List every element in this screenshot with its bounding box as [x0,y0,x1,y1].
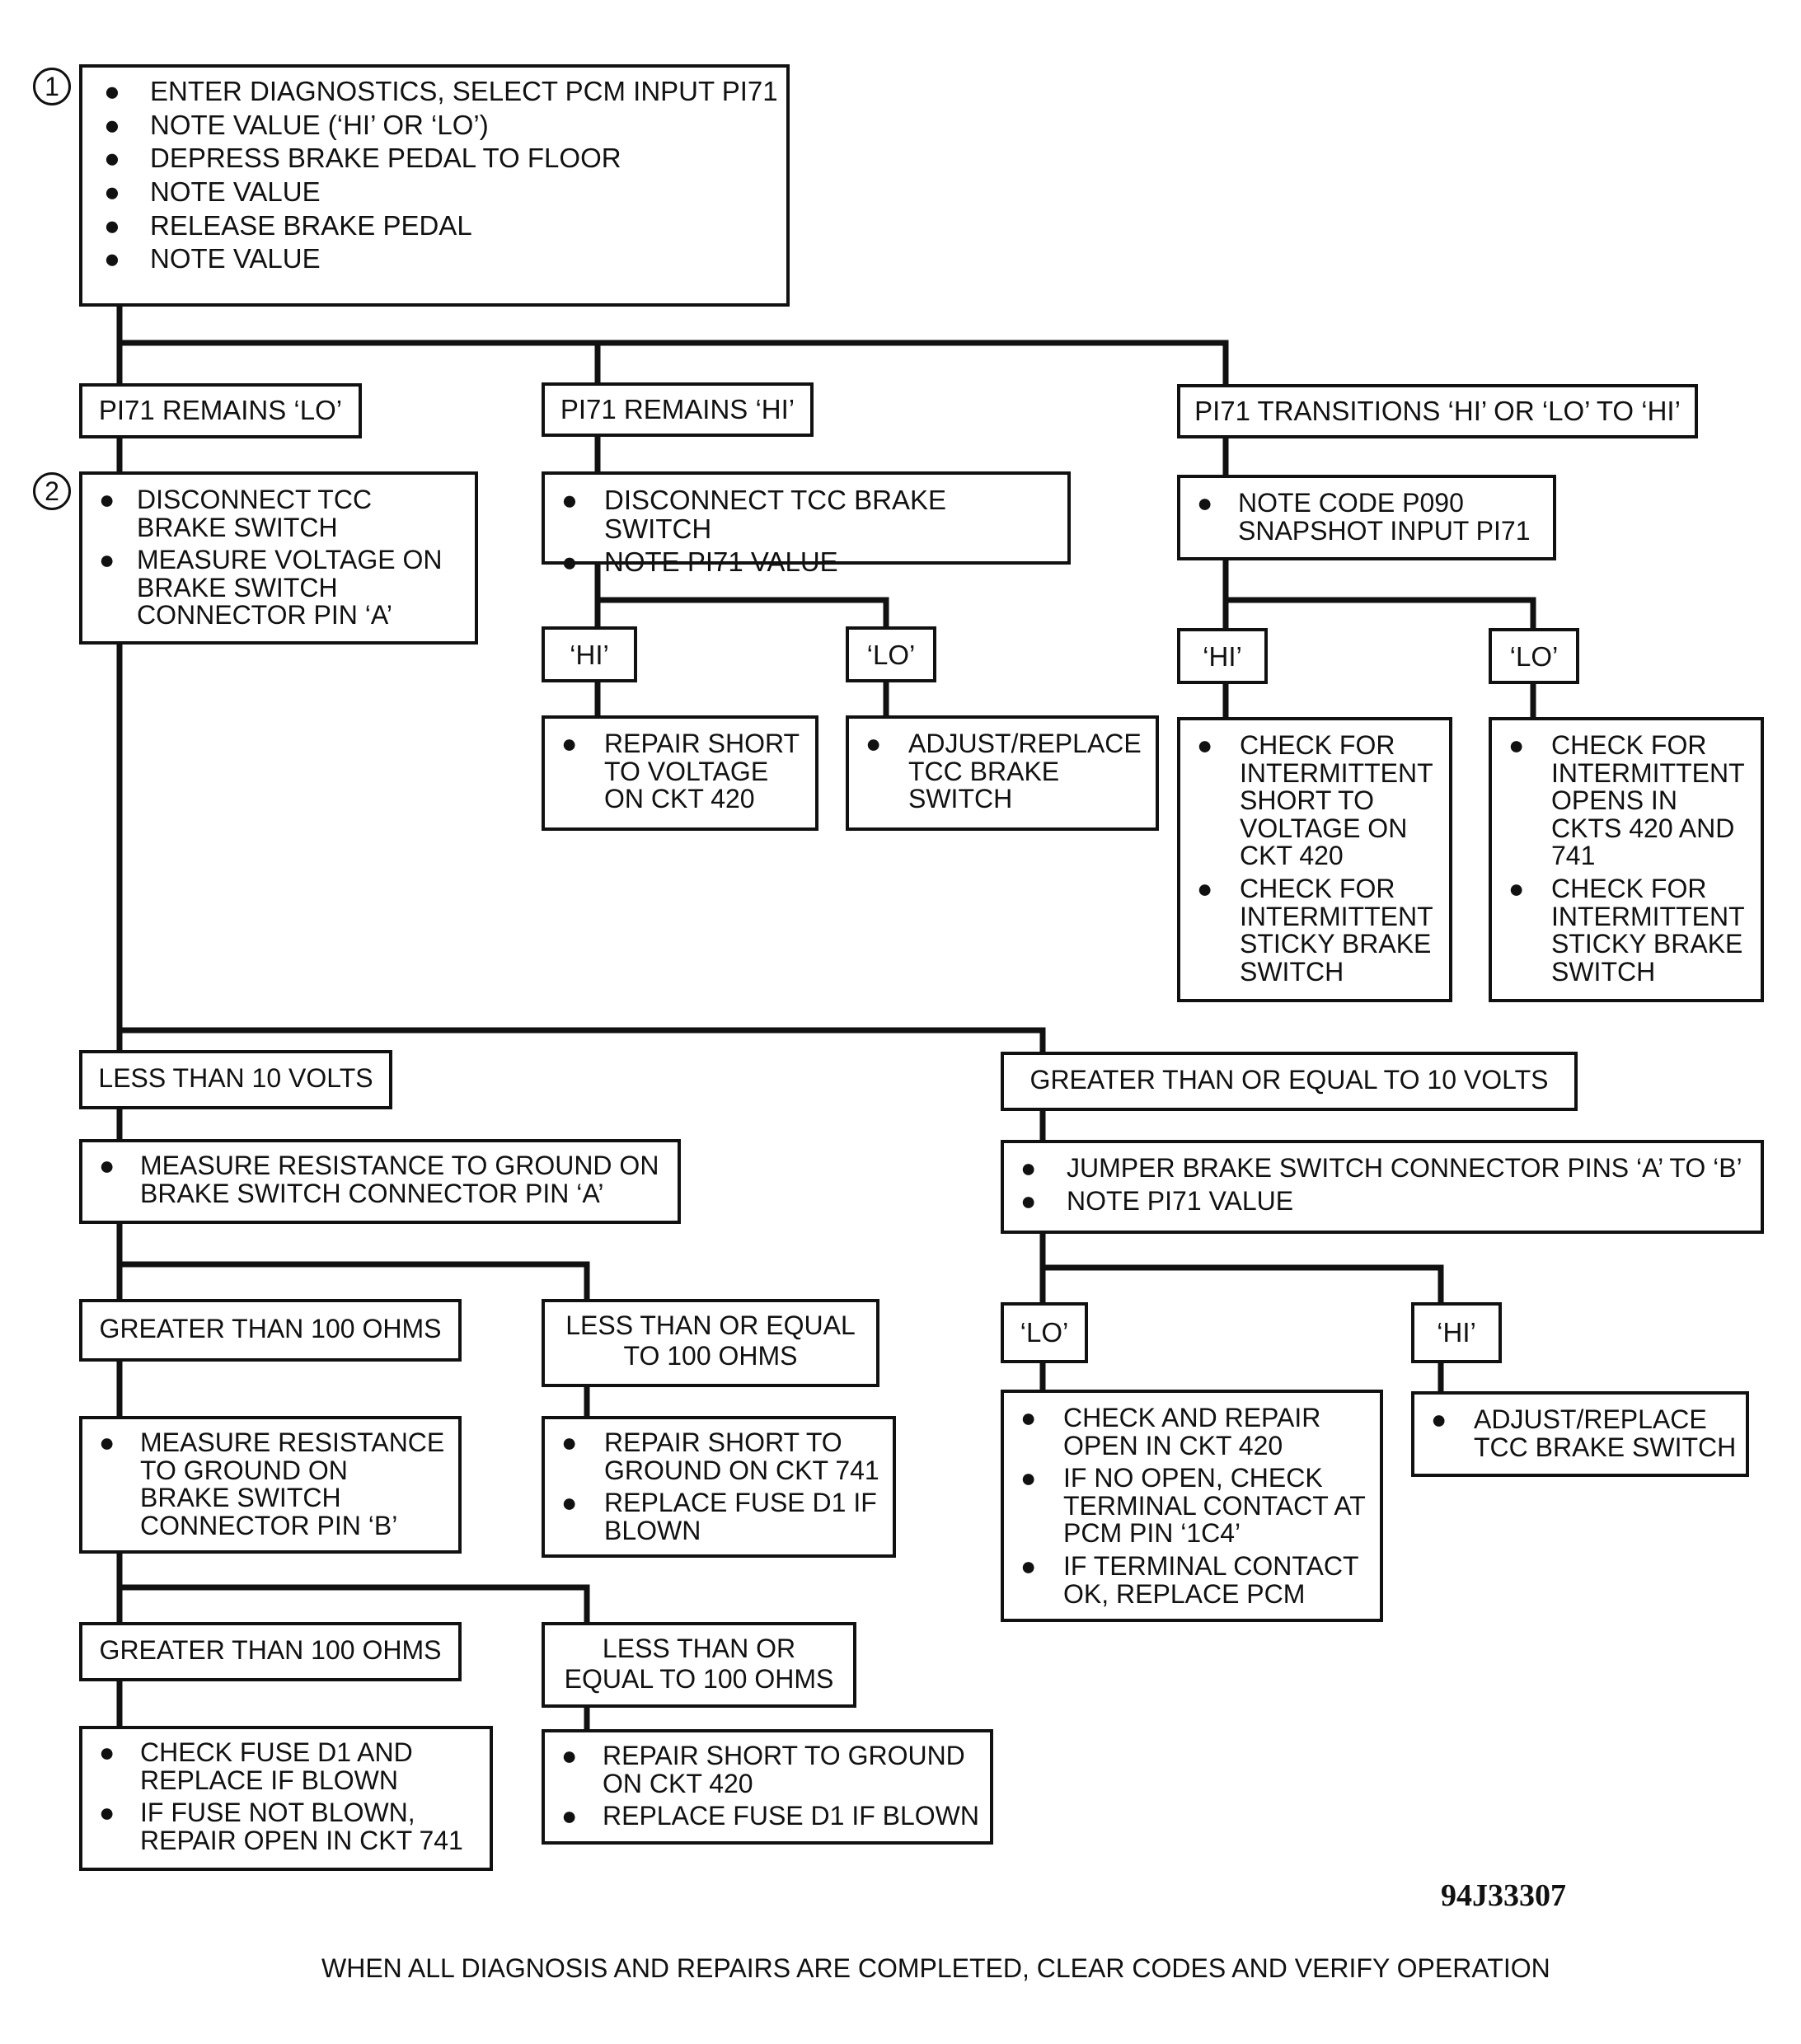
label-hi-1: ‘HI’ [542,626,637,682]
figure-code: 94J33307 [1441,1878,1566,1913]
box-adjust-replace-switch-2: ●ADJUST/REPLACE TCC BRAKE SWITCH [1411,1391,1749,1477]
box-measure-resistance-pin-b: ●MEASURE RESISTANCE TO GROUND ON BRAKE S… [79,1416,462,1554]
box-disconnect-measure-voltage: ●DISCONNECT TCC BRAKE SWITCH ●MEASURE VO… [79,471,478,645]
label-less-equal-100-ohms-1: LESS THAN OR EQUAL TO 100 OHMS [542,1299,879,1387]
box-check-repair-open-ckt-420: ●CHECK AND REPAIR OPEN IN CKT 420 ●IF NO… [1001,1390,1383,1622]
label-hi-3: ‘HI’ [1411,1302,1502,1363]
box-repair-short-ckt-420: ●REPAIR SHORT TO GROUND ON CKT 420 ●REPL… [542,1729,993,1845]
box-jumper-pins: ●JUMPER BRAKE SWITCH CONNECTOR PINS ‘A’ … [1001,1140,1764,1234]
label-less-equal-100-ohms-2: LESS THAN OR EQUAL TO 100 OHMS [542,1622,856,1708]
box-check-fuse-d1: ●CHECK FUSE D1 AND REPLACE IF BLOWN ●IF … [79,1726,493,1871]
label-pi71-transitions: PI71 TRANSITIONS ‘HI’ OR ‘LO’ TO ‘HI’ [1177,384,1698,438]
label-greater-than-100-ohms-2: GREATER THAN 100 OHMS [79,1622,462,1681]
label-less-than-10-volts: LESS THAN 10 VOLTS [79,1050,392,1109]
box-repair-short-to-voltage: ●REPAIR SHORT TO VOLTAGE ON CKT 420 [542,715,818,831]
box-adjust-replace-switch-1: ●ADJUST/REPLACE TCC BRAKE SWITCH [846,715,1159,831]
box-measure-resistance-pin-a: ●MEASURE RESISTANCE TO GROUND ON BRAKE S… [79,1139,681,1224]
box-check-intermittent-short: ●CHECK FOR INTERMITTENT SHORT TO VOLTAGE… [1177,717,1452,1002]
box-disconnect-tcc-note-pi71: ●DISCONNECT TCC BRAKE SWITCH ●NOTE PI71 … [542,471,1071,576]
box-repair-short-ckt-741: ●REPAIR SHORT TO GROUND ON CKT 741 ●REPL… [542,1416,896,1558]
label-lo-3: ‘LO’ [1001,1302,1088,1363]
label-greater-than-100-ohms-1: GREATER THAN 100 OHMS [79,1299,462,1362]
step-number-1: 1 [33,68,71,105]
label-lo-2: ‘LO’ [1489,628,1579,684]
box-check-intermittent-opens: ●CHECK FOR INTERMITTENT OPENS IN CKTS 42… [1489,717,1764,1002]
label-pi71-remains-hi: PI71 REMAINS ‘HI’ [542,382,814,437]
box-enter-diagnostics: ●ENTER DIAGNOSTICS, SELECT PCM INPUT PI7… [79,64,790,307]
step-number-2: 2 [33,472,71,510]
label-lo-1: ‘LO’ [846,626,936,682]
footer-instruction: WHEN ALL DIAGNOSIS AND REPAIRS ARE COMPL… [321,1953,1550,1983]
label-hi-2: ‘HI’ [1177,628,1268,684]
label-pi71-remains-lo: PI71 REMAINS ‘LO’ [79,383,362,438]
label-greater-equal-10-volts: GREATER THAN OR EQUAL TO 10 VOLTS [1001,1052,1578,1111]
box-note-code-p090: ●NOTE CODE P090 SNAPSHOT INPUT PI71 [1177,475,1556,560]
